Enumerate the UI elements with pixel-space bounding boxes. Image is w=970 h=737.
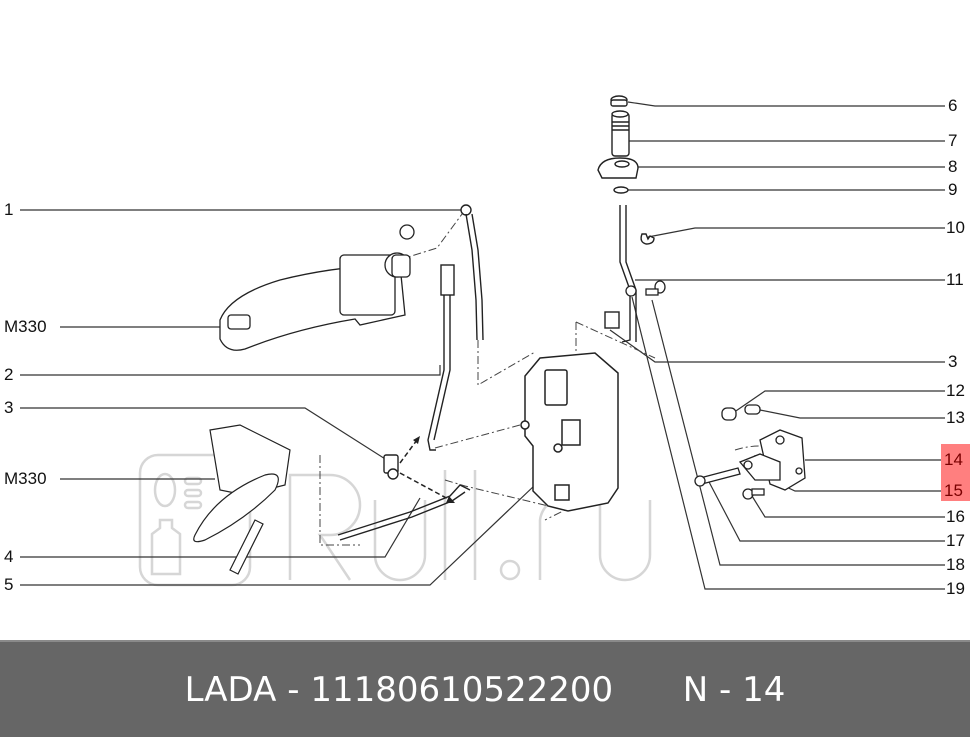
parts-diagram: 1 M330 2 3 M330 4 5 6 7 8 9 10 11 3 12 1… (4, 95, 970, 598)
callout-6[interactable]: 6 (948, 96, 958, 115)
callout-11[interactable]: 11 (946, 270, 964, 289)
lock-bolts (625, 280, 666, 297)
door-striker (694, 404, 806, 500)
callout-2[interactable]: 2 (4, 365, 14, 384)
callout-16[interactable]: 16 (946, 507, 965, 526)
inner-handle-rod (427, 264, 455, 451)
outer-handle-rod (460, 204, 484, 341)
leader-lines-right (609, 101, 945, 590)
lock-button-assembly (597, 95, 639, 194)
callout-14-highlighted[interactable]: 14 (941, 444, 970, 474)
callout-12[interactable]: 12 (946, 381, 965, 400)
callout-8[interactable]: 8 (948, 157, 958, 176)
callout-10[interactable]: 10 (946, 218, 965, 237)
lock-rod (604, 205, 637, 343)
callout-19[interactable]: 19 (946, 579, 965, 598)
rod-clip (640, 233, 655, 245)
exploded-view-drawing (20, 95, 945, 590)
callout-13[interactable]: 13 (946, 408, 965, 427)
lock-link-rod (337, 484, 471, 541)
position-number: 14 (742, 670, 786, 710)
callout-1[interactable]: 1 (4, 200, 14, 219)
rod-retainer-clip (383, 454, 399, 480)
callout-15-highlighted[interactable]: 15 (941, 474, 970, 501)
callout-m330-inner[interactable]: M330 (4, 469, 47, 488)
callout-18[interactable]: 18 (946, 555, 965, 574)
separator-2: - (719, 670, 732, 710)
position-prefix: N (682, 670, 709, 710)
callout-7[interactable]: 7 (948, 131, 958, 150)
callout-3-right[interactable]: 3 (948, 352, 958, 371)
part-caption: LADA - 11180610522200 N - 14 (0, 670, 970, 710)
part-info-footer: LADA - 11180610522200 N - 14 (0, 640, 970, 737)
callout-4[interactable]: 4 (4, 547, 14, 566)
callout-3-left[interactable]: 3 (4, 398, 14, 417)
separator: - (287, 670, 300, 710)
door-lock-body (520, 352, 619, 512)
brand-name: LADA (184, 670, 277, 710)
callout-9[interactable]: 9 (948, 180, 958, 199)
callout-17[interactable]: 17 (946, 531, 965, 550)
leader-lines-left (20, 209, 536, 586)
inner-door-handle (193, 424, 291, 575)
callout-m330-outer[interactable]: M330 (4, 317, 47, 336)
outer-door-handle (219, 224, 415, 351)
callout-5[interactable]: 5 (4, 575, 14, 594)
part-number: 11180610522200 (310, 670, 614, 710)
arrows (399, 439, 451, 501)
